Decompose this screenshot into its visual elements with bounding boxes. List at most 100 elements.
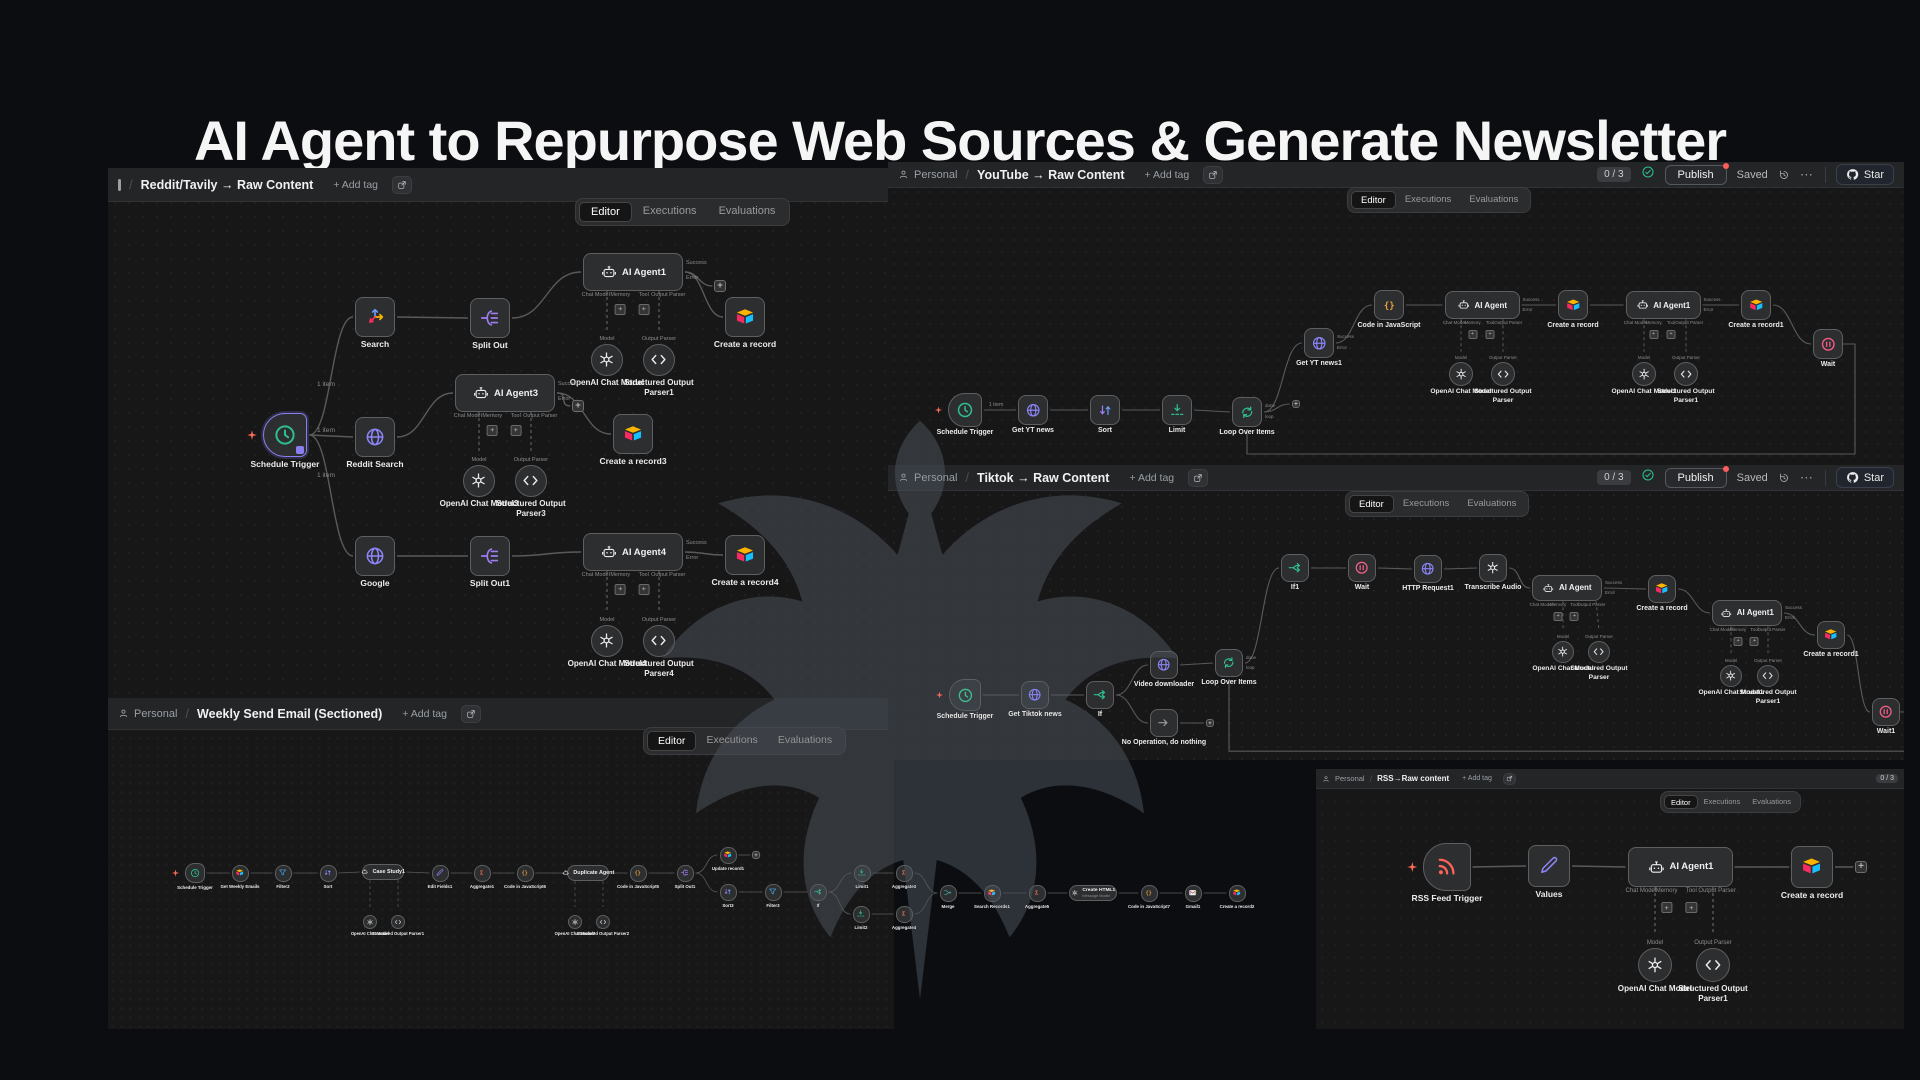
node-code[interactable]: {}Code in JavaScript [1357,290,1421,329]
share-icon[interactable] [1502,772,1516,785]
tab-evaluations[interactable]: Evaluations [718,205,776,217]
add-port-button[interactable]: + [638,304,650,316]
node-google[interactable]: Google [355,536,395,588]
node-record1[interactable]: Create a record1 [1728,290,1784,329]
node-case1[interactable]: Case Study1 [361,863,405,881]
add-port-button[interactable]: + [1553,611,1563,621]
node-filter3[interactable]: Filter3 [764,883,782,908]
node-wait[interactable]: Wait [1348,554,1376,591]
node-modelB[interactable]: OpenAI Chat Model2Model [555,915,595,936]
share-icon[interactable] [1188,468,1209,487]
tab-editor[interactable]: Editor [647,731,697,751]
project-breadcrumb[interactable]: Personal [898,169,957,181]
add-port-button[interactable]: + [1468,329,1477,339]
add-port-button[interactable]: + [486,425,498,437]
add-port-button[interactable]: + [1485,329,1495,339]
tab-evaluations[interactable]: Evaluations [1469,193,1519,205]
node-edit1[interactable]: Edit Fields1 [428,864,452,889]
tab-executions[interactable]: Executions [706,734,758,746]
tab-editor[interactable]: Editor [1351,191,1396,209]
node-wait1[interactable]: Wait1 [1872,698,1900,735]
node-reddit[interactable]: Reddit Search [346,417,404,469]
node-plus1[interactable]: + [752,851,760,859]
add-port-button[interactable]: + [1666,329,1676,339]
node-values[interactable]: Values [1528,845,1570,899]
node-plusdone[interactable]: + [1291,399,1301,409]
add-port-button[interactable]: + [614,304,626,316]
add-port-button[interactable]: + [1660,901,1673,913]
add-tag-button[interactable]: + Add tag [327,178,384,192]
node-search[interactable]: Search [355,297,395,349]
node-plus[interactable]: + [1855,861,1867,873]
tab-editor[interactable]: Editor [579,202,632,222]
share-icon[interactable] [392,175,412,194]
add-tag-button[interactable]: + Add tag [396,707,453,721]
project-breadcrumb[interactable]: Personal [1322,774,1365,783]
node-if0[interactable]: If [809,883,827,908]
add-port-button[interactable]: + [1685,901,1697,913]
node-plus3[interactable]: + [572,400,584,412]
node-plus1[interactable]: + [714,280,726,292]
node-record[interactable]: Create a record [1547,290,1599,329]
node-schedule[interactable]: Schedule Trigger [936,679,993,720]
add-port-button[interactable]: + [1649,329,1658,339]
node-gettiktok[interactable]: Get Tiktok news [1008,681,1062,718]
tab-evaluations[interactable]: Evaluations [777,734,833,746]
node-record1[interactable]: Create a record1 [1803,621,1859,658]
node-getyt[interactable]: Get YT news [1012,395,1054,434]
node-splitout1[interactable]: Split Out1 [470,536,510,588]
node-record1[interactable]: Create a record [714,297,776,349]
history-icon[interactable] [1778,472,1790,484]
add-port-button[interactable]: + [614,584,626,596]
tab-executions[interactable]: Executions [1703,796,1741,806]
node-upd1[interactable]: Update record1 [712,846,744,871]
node-filter2[interactable]: Filter2 [274,864,292,889]
project-breadcrumb[interactable]: Personal [898,472,957,484]
node-sort0[interactable]: Sort [319,864,337,889]
node-dup[interactable]: Duplicate Agent [562,864,614,882]
node-code6[interactable]: {}Code in JavaScript6 [504,864,546,889]
more-options-icon[interactable]: ⋯ [1799,166,1815,182]
node-rss[interactable]: RSS Feed Trigger [1407,843,1482,903]
node-video[interactable]: Video downloader [1134,651,1194,688]
tab-evaluations[interactable]: Evaluations [1467,497,1517,509]
node-parserB[interactable]: Structured Output Parser2Output Parser [577,915,629,936]
add-tag-button[interactable]: + Add tag [1456,774,1498,783]
project-breadcrumb[interactable]: Personal [118,708,177,720]
node-wait[interactable]: Wait [1813,329,1843,368]
tab-executions[interactable]: Executions [1402,497,1450,509]
tab-editor[interactable]: Editor [1664,795,1698,809]
share-icon[interactable] [1203,165,1224,184]
node-record3[interactable]: Create a record3 [599,414,667,466]
tab-executions[interactable]: Executions [642,205,697,217]
node-if1[interactable]: If1 [1281,554,1309,591]
tab-editor[interactable]: Editor [1349,495,1394,513]
node-http1[interactable]: HTTP Request1 [1402,555,1454,592]
github-star-button[interactable]: Star [1835,467,1894,488]
